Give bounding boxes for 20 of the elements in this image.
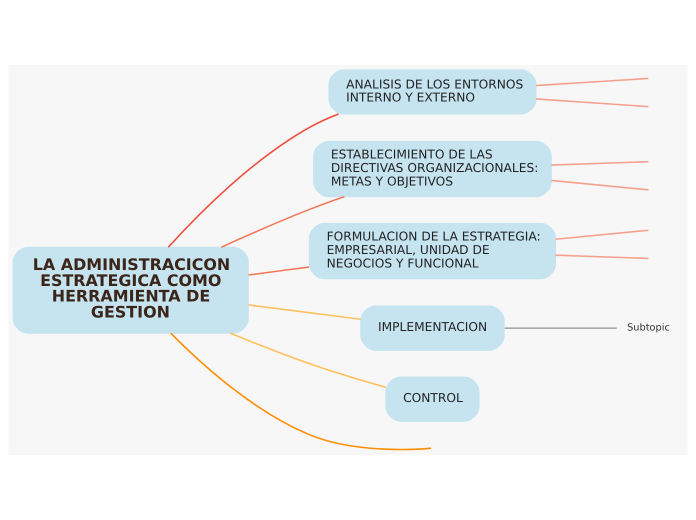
node-box: LA ADMINISTRACICON ESTRATEGICA COMO HERRAMIENTA DE GESTION: [12, 246, 249, 334]
connector: [230, 332, 386, 388]
node-box: ESTABLECIMIENTO DE LAS DIRECTIVAS ORGANIZACIONALES: METAS Y OBJETIVOS: [313, 140, 552, 198]
connector: [555, 229, 648, 240]
node-box: FORMULACION DE LA ESTRATEGIA: EMPRESARIAL, UNIDAD DE NEGOCIOS Y FUNCIONAL: [308, 222, 556, 280]
connector: [168, 113, 339, 248]
node-box: IMPLEMENTACION: [360, 306, 505, 351]
connector: [536, 78, 648, 86]
connector: [248, 266, 310, 276]
connector: [221, 196, 345, 248]
node-text: Subtopic: [627, 322, 670, 334]
connector: [504, 327, 617, 329]
connector: [248, 304, 361, 320]
node-box: ANALISIS DE LOS ENTORNOS INTERNO Y EXTERNO: [328, 69, 537, 115]
connector: [170, 332, 432, 450]
node-box: CONTROL: [385, 376, 480, 422]
connector: [556, 254, 648, 260]
connector: [536, 98, 648, 108]
connector: [551, 180, 648, 191]
connector: [551, 160, 648, 166]
